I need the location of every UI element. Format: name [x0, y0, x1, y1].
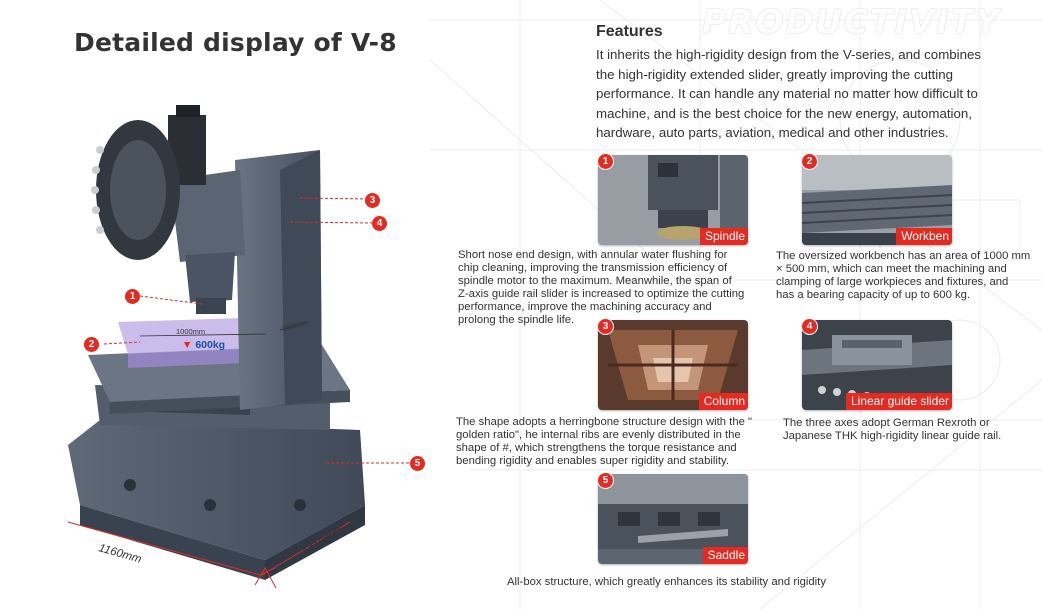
linear-guide-photo: Linear guide slider: [802, 320, 952, 410]
desc-line: Short nose end design, with annular wate…: [458, 249, 728, 261]
desc-line: shape of #, which strengthens the torque…: [456, 442, 737, 454]
desc-line: chip cleaning, improving the transmissio…: [458, 262, 728, 274]
machine-callout-2: 2: [84, 337, 99, 352]
cnc-machine-illustration: [67, 105, 410, 589]
desc-line: The three axes adopt German Rexroth or: [783, 417, 990, 429]
features-line: hardware, auto parts, aviation, medical …: [596, 125, 949, 141]
desc-line: The oversized workbench has an area of 1…: [776, 250, 1031, 262]
workbench-description: The oversized workbench has an area of 1…: [776, 250, 1038, 302]
features-line: machine, and is the best choice for the …: [596, 105, 972, 121]
desc-line: has a bearing capacity of up to 600 kg.: [776, 289, 971, 301]
saddle-photo: Saddle: [598, 474, 748, 564]
desc-line: Z-axis guide rail slider is increased to…: [458, 288, 745, 300]
desc-line: bending rigidity and enables super rigid…: [456, 455, 729, 467]
desc-line: Japanese THK high-rigidity linear guide …: [783, 430, 1002, 442]
spindle-description: Short nose end design, with annular wate…: [458, 249, 768, 327]
workbench-marker: 2: [802, 154, 817, 169]
desc-line: clamping of large workpieces and fixture…: [776, 276, 1009, 288]
linear-guide-marker: 4: [802, 319, 817, 334]
saddle-label: Saddle: [702, 547, 748, 564]
machine-callout-5: 5: [410, 456, 425, 471]
down-arrow-icon: ▼: [182, 339, 193, 351]
saddle-description: All-box structure, which greatly enhance…: [507, 576, 867, 589]
desc-line: The shape adopts a herringbone structure…: [456, 416, 753, 428]
desc-line: × 500 mm, which can meet the machining a…: [776, 263, 1007, 275]
load-capacity-label: ▼ 600kg: [182, 339, 225, 351]
column-photo: Column: [598, 320, 748, 410]
features-line: performance. It can handle any material …: [596, 86, 978, 102]
column-marker: 3: [598, 319, 613, 334]
features-paragraph: It inherits the high-rigidity design fro…: [596, 45, 1016, 143]
watermark-text: PRODUCTIVITY: [702, 2, 1002, 41]
machine-callout-3: 3: [365, 193, 380, 208]
linear-guide-description: The three axes adopt German Rexroth or J…: [783, 417, 1038, 443]
features-line: It inherits the high-rigidity design fro…: [596, 47, 982, 62]
column-label: Column: [698, 393, 748, 410]
desc-line: golden ratio", he internal ribs are even…: [456, 429, 741, 441]
workbench-length-label: 1000mm: [176, 327, 206, 336]
load-capacity-value: 600kg: [195, 339, 226, 351]
features-line: the high-rigidity extended slider, great…: [596, 66, 953, 82]
spindle-photo: Spindle: [598, 155, 748, 245]
linear-guide-label: Linear guide slider: [845, 393, 952, 410]
spindle-marker: 1: [598, 154, 613, 169]
workbench-photo: Workben: [802, 155, 952, 245]
features-heading: Features: [596, 23, 663, 40]
machine-callout-4: 4: [372, 216, 387, 231]
workbench-label: Workben: [896, 228, 952, 245]
machine-callout-1: 1: [125, 289, 140, 304]
saddle-marker: 5: [598, 473, 613, 488]
desc-line: prolong the spindle life.: [458, 314, 575, 326]
spindle-label: Spindle: [699, 228, 748, 245]
page-title: Detailed display of V-8: [74, 28, 397, 57]
desc-line: spindle motor to the maximum. Meanwhile,…: [458, 275, 732, 287]
desc-line: All-box structure, which greatly enhance…: [507, 576, 826, 588]
desc-line: performance, improve the machining accur…: [458, 301, 712, 313]
column-description: The shape adopts a herringbone structure…: [456, 416, 786, 468]
